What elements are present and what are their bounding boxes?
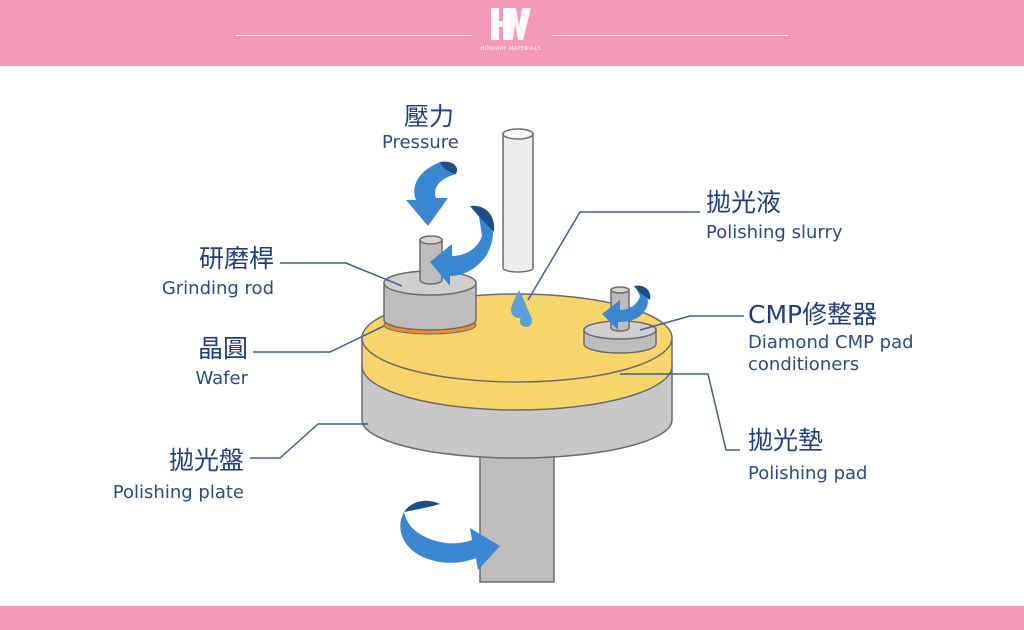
slurry-drop-icon <box>520 306 532 327</box>
rotation-arrow-icon <box>430 205 495 286</box>
pad-label-en: Polishing pad <box>748 463 868 484</box>
wafer-label-en: Wafer <box>195 368 249 389</box>
grinding-head <box>383 282 477 331</box>
conditioner-label-zh: CMP修整器 <box>748 300 878 329</box>
pressure-label-zh: 壓力 <box>404 102 455 131</box>
plate-label-zh: 拋光盤 <box>168 446 244 475</box>
plate-leader-line <box>250 423 368 459</box>
slurry-label-en: Polishing slurry <box>706 222 843 243</box>
header-divider-right <box>552 35 788 36</box>
wafer-leader-line <box>253 325 385 353</box>
pressure-arrow-icon <box>406 161 458 226</box>
pad-label-zh: 拋光墊 <box>748 426 824 455</box>
rod-label-en: Grinding rod <box>161 278 274 299</box>
slurry-drop-icon <box>511 290 527 318</box>
pressure-label-en: Pressure <box>382 132 459 153</box>
plate-rotation-arrow-icon <box>400 500 500 570</box>
slurry-label-zh: 拋光液 <box>706 188 782 217</box>
conditioner-leader-line <box>639 315 744 331</box>
brand-logo-subtitle: HOWWAY MATERIALS <box>480 46 542 52</box>
hw-logo-icon <box>491 8 531 40</box>
rod-label-zh: 研磨桿 <box>198 244 274 273</box>
plate-label-en: Polishing plate <box>112 482 244 503</box>
header-divider-left <box>236 35 472 36</box>
slurry-nozzle <box>502 133 534 273</box>
pad-leader-line <box>620 373 740 451</box>
footer-band <box>0 606 1024 630</box>
conditioner-label-en-1: Diamond CMP pad <box>748 332 914 353</box>
rod-leader-line <box>280 262 403 287</box>
brand-logo: HOWWAY MATERIALS <box>471 6 551 54</box>
conditioner-rotation-arrow-icon <box>602 285 651 330</box>
conditioner-label-en-2: conditioners <box>748 354 860 375</box>
slurry-leader-line <box>527 211 700 301</box>
wafer-label-zh: 晶圓 <box>197 334 248 363</box>
